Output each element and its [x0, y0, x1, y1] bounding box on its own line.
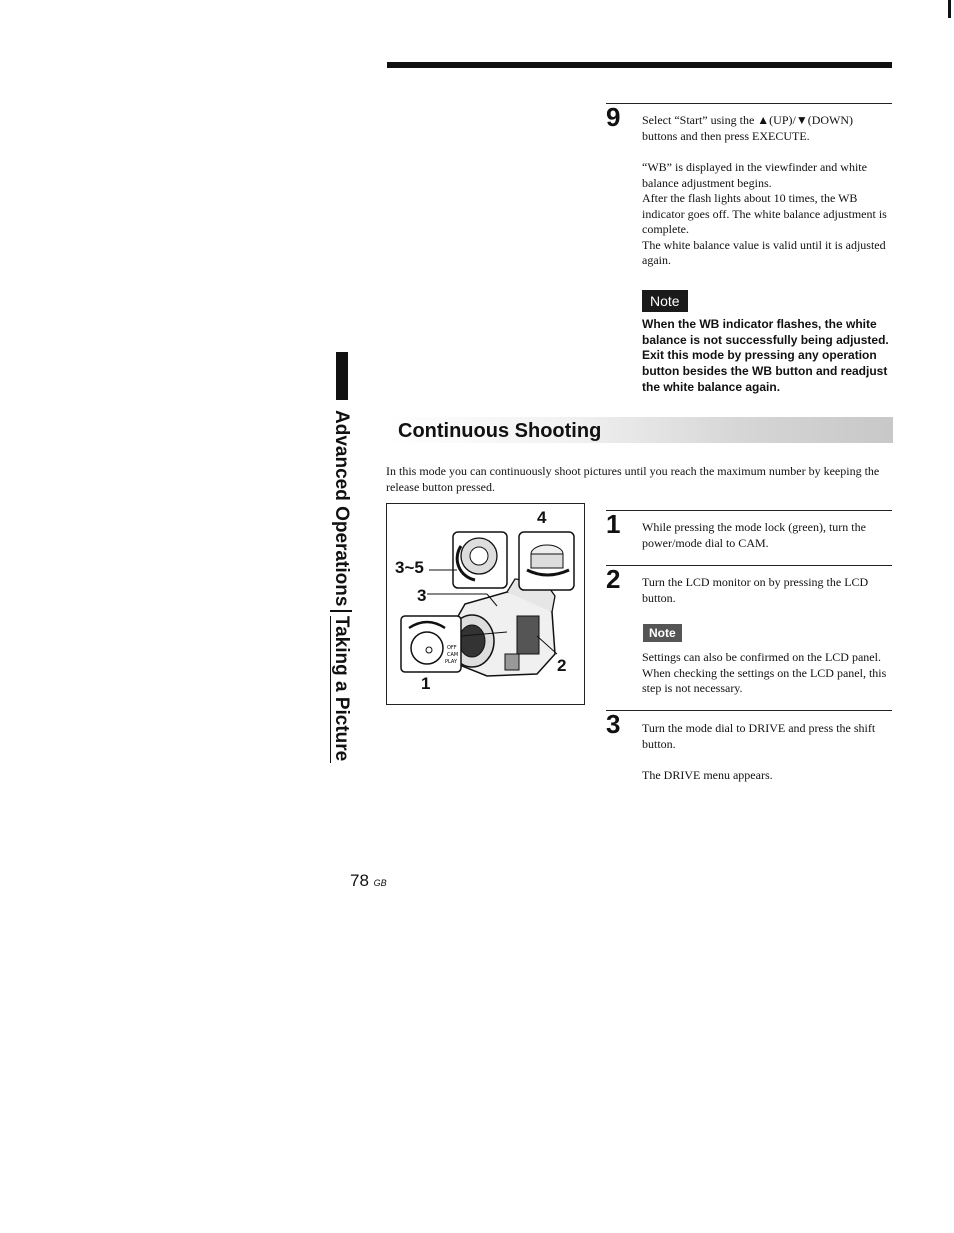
figure-label: 1: [421, 674, 431, 693]
chapter-side-label: Advanced OperationsTaking a Picture: [329, 410, 352, 764]
step-number: 3: [606, 709, 621, 739]
result-line: The white balance value is valid until i…: [642, 237, 886, 268]
step-number: 1: [606, 509, 621, 539]
page-number-value: 78: [350, 871, 369, 890]
section-title: Continuous Shooting: [398, 420, 602, 442]
chapter-separator: [330, 610, 352, 612]
step-instruction: While pressing the mode lock (green), tu…: [642, 520, 866, 550]
camera-drawing: OFF CAM PLAY: [400, 531, 575, 677]
step-rule: [606, 103, 892, 104]
chapter-title: Advanced Operations: [330, 410, 352, 607]
page-region: GB: [373, 878, 387, 888]
step-instruction: Turn the mode dial to DRIVE and press th…: [642, 721, 876, 751]
section-tab-title: Taking a Picture: [329, 615, 352, 764]
note-badge: Note: [642, 290, 688, 312]
section-intro: In this mode you can continuously shoot …: [386, 464, 880, 494]
step-rule: [606, 710, 892, 711]
header-rule: [387, 62, 892, 68]
figure-label: 4: [537, 508, 547, 527]
step-rule: [606, 565, 892, 566]
result-line: After the flash lights about 10 times, t…: [642, 191, 887, 236]
step-rule: [606, 510, 892, 511]
step-instruction: Select “Start” using the ▲(UP)/▼(DOWN) b…: [642, 113, 854, 143]
note-text: Settings can also be confirmed on the LC…: [642, 650, 887, 695]
edge-mark: [948, 0, 951, 18]
dial-label-play: PLAY: [445, 659, 458, 665]
figure-label: 2: [557, 656, 567, 675]
dial-label-off: OFF: [447, 645, 457, 651]
note-text: When the WB indicator flashes, the white…: [642, 317, 889, 394]
step-number: 9: [606, 102, 621, 132]
page-number: 78 GB: [350, 871, 387, 891]
camera-illustration: OFF CAM PLAY 4 3~5 3 2 1: [386, 503, 585, 705]
chapter-tab-marker: [336, 352, 348, 400]
step-instruction: Turn the LCD monitor on by pressing the …: [642, 575, 869, 605]
figure-label: 3: [417, 586, 427, 605]
note-badge: Note: [643, 624, 682, 642]
step-result: “WB” is displayed in the viewfinder and …: [642, 160, 892, 269]
figure-label: 3~5: [395, 558, 424, 577]
section-header-band: [386, 417, 893, 443]
step-result: The DRIVE menu appears.: [642, 768, 773, 782]
step-number: 2: [606, 564, 621, 594]
dial-label-cam: CAM: [447, 652, 458, 658]
result-line: “WB” is displayed in the viewfinder and …: [642, 160, 867, 190]
